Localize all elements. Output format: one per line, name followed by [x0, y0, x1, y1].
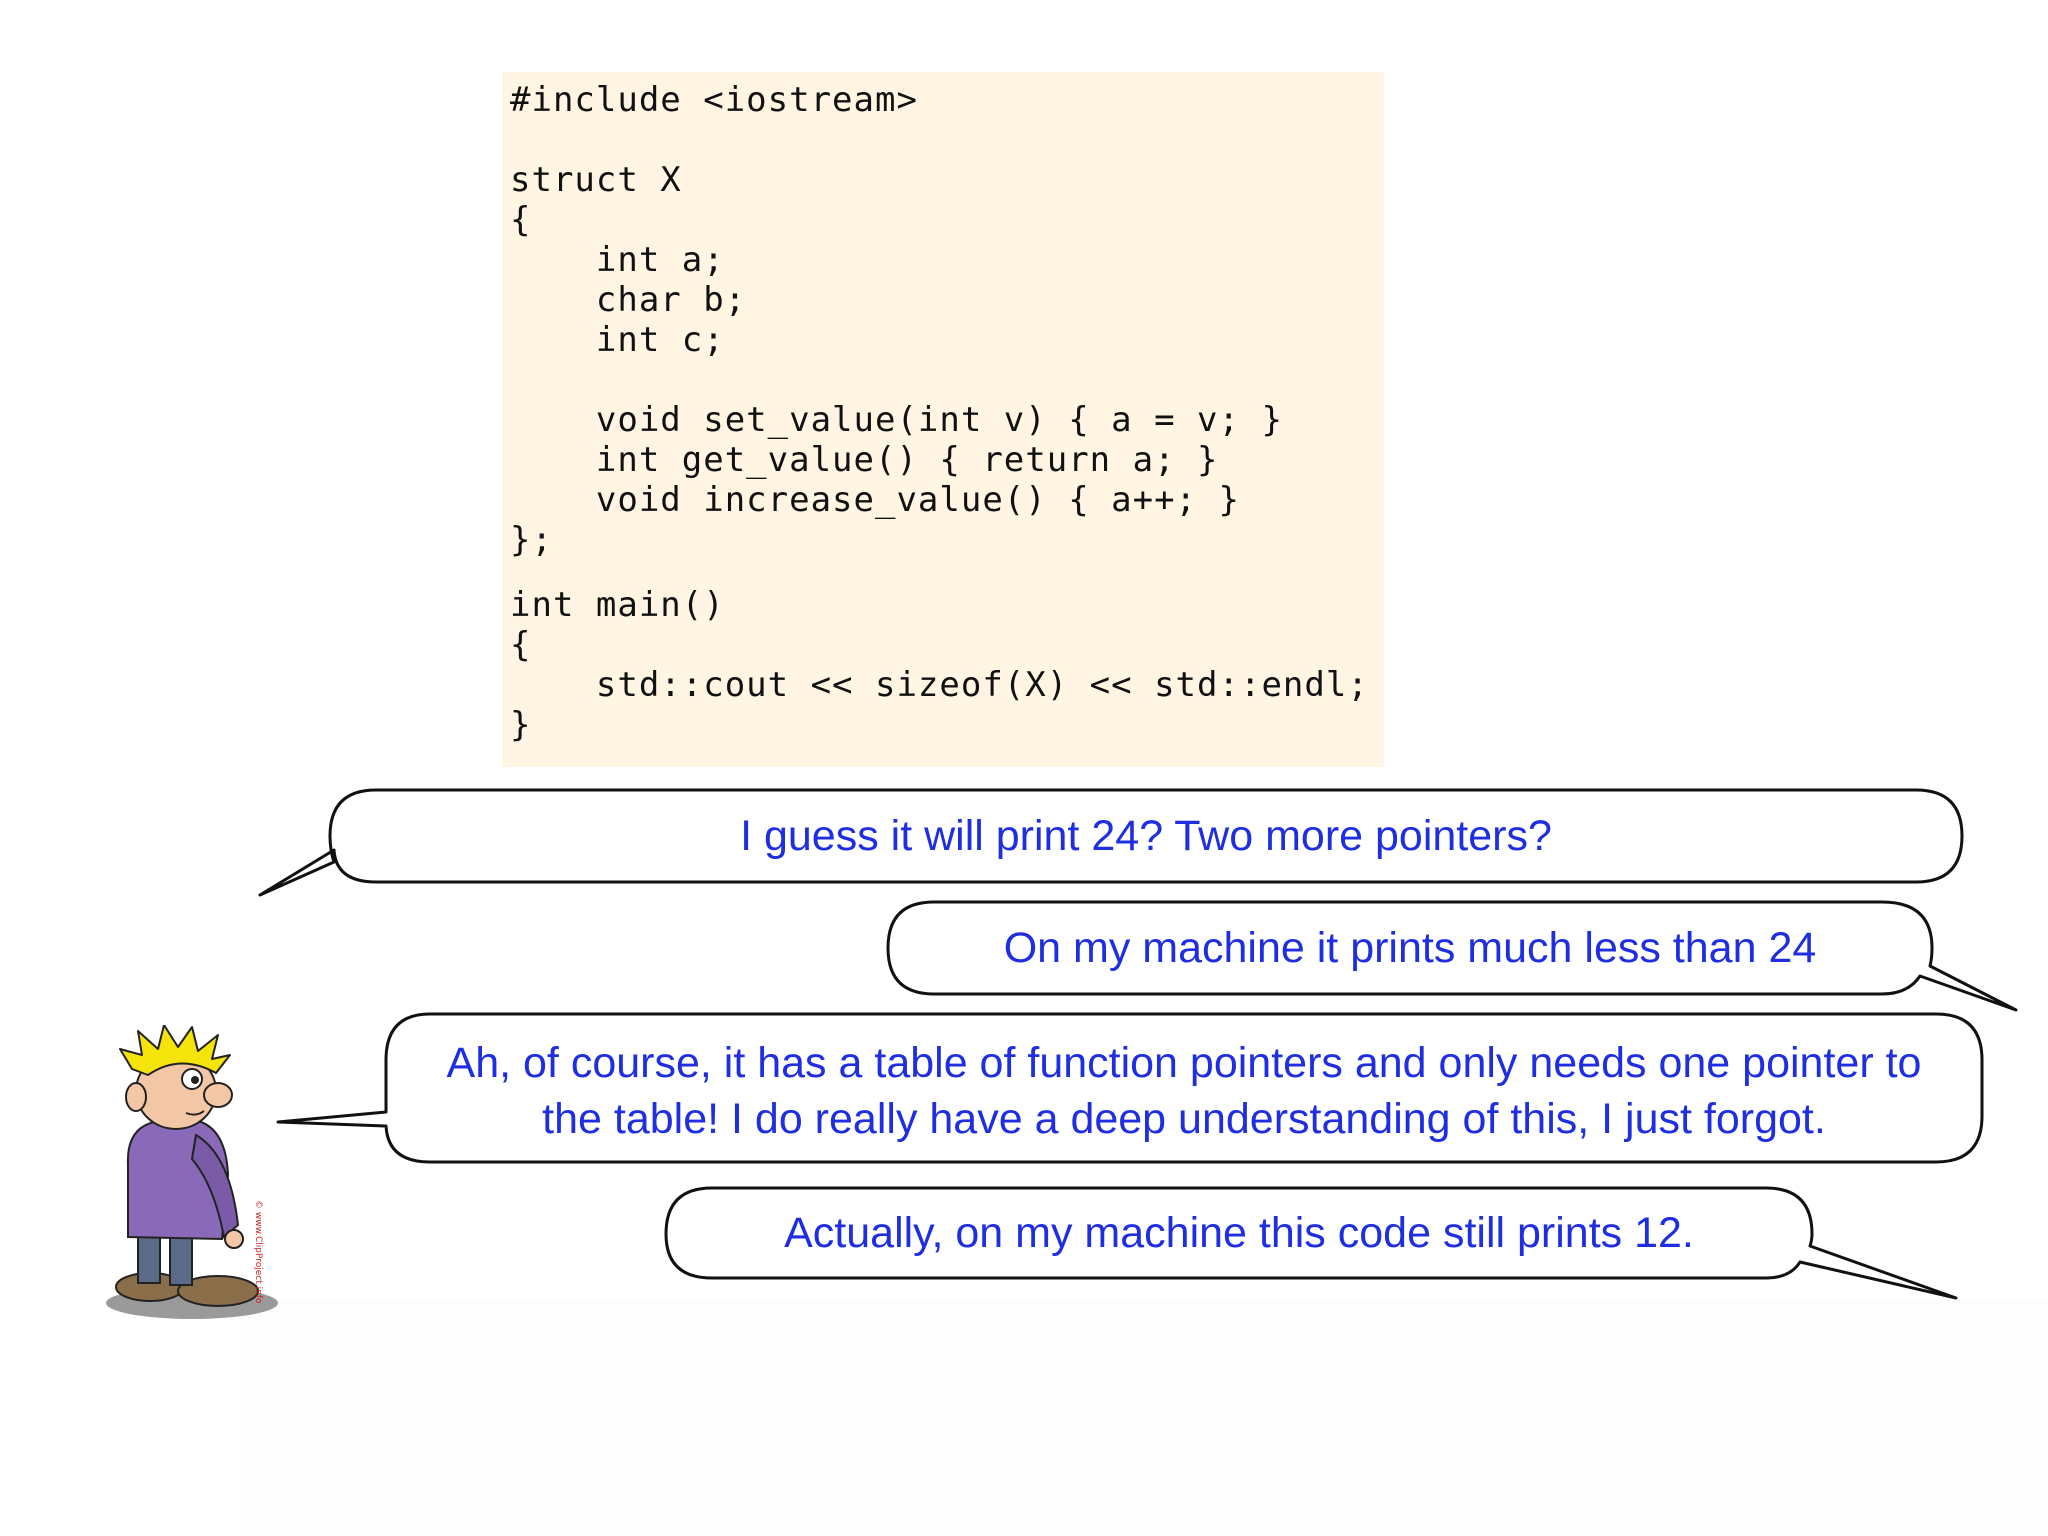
code-line: };: [510, 520, 553, 560]
code-line: #include <iostream>: [510, 80, 918, 120]
cartoon-boy-icon: [106, 1025, 278, 1319]
code-line: void set_value(int v) { a = v; }: [510, 400, 1283, 440]
code-line: std::cout << sizeof(X) << std::endl;: [510, 665, 1369, 705]
code-line: }: [510, 705, 532, 745]
code-line: int main(): [510, 585, 725, 625]
speech-bubble-4-text: Actually, on my machine this code still …: [784, 1209, 1694, 1257]
code-line: int get_value() { return a; }: [510, 440, 1219, 480]
speech-bubble-3: [276, 1012, 1984, 1164]
speech-bubble-4: [664, 1186, 1958, 1300]
code-line: struct X: [510, 160, 682, 200]
code-line: void increase_value() { a++; }: [510, 480, 1240, 520]
speech-bubble-2: [886, 900, 2018, 1012]
code-line: {: [510, 625, 532, 665]
code-line: int a;: [510, 240, 725, 280]
watermark-text: © www.ClipProject.info: [253, 1200, 263, 1304]
code-line: int c;: [510, 320, 725, 360]
code-line: {: [510, 200, 532, 240]
speech-bubble-1: [258, 788, 1964, 897]
code-block: #include <iostream> struct X { int a; ch…: [502, 72, 1384, 767]
background-tint: [240, 1300, 2048, 1536]
speech-bubble-3-text-line2: the table! I do really have a deep under…: [542, 1095, 1826, 1143]
speech-bubble-3-text-line1: Ah, of course, it has a table of functio…: [446, 1039, 1922, 1087]
speech-bubble-2-text: On my machine it prints much less than 2…: [1003, 924, 1817, 972]
speech-bubble-1-text: I guess it will print 24? Two more point…: [740, 812, 1552, 860]
code-line: char b;: [510, 280, 747, 320]
